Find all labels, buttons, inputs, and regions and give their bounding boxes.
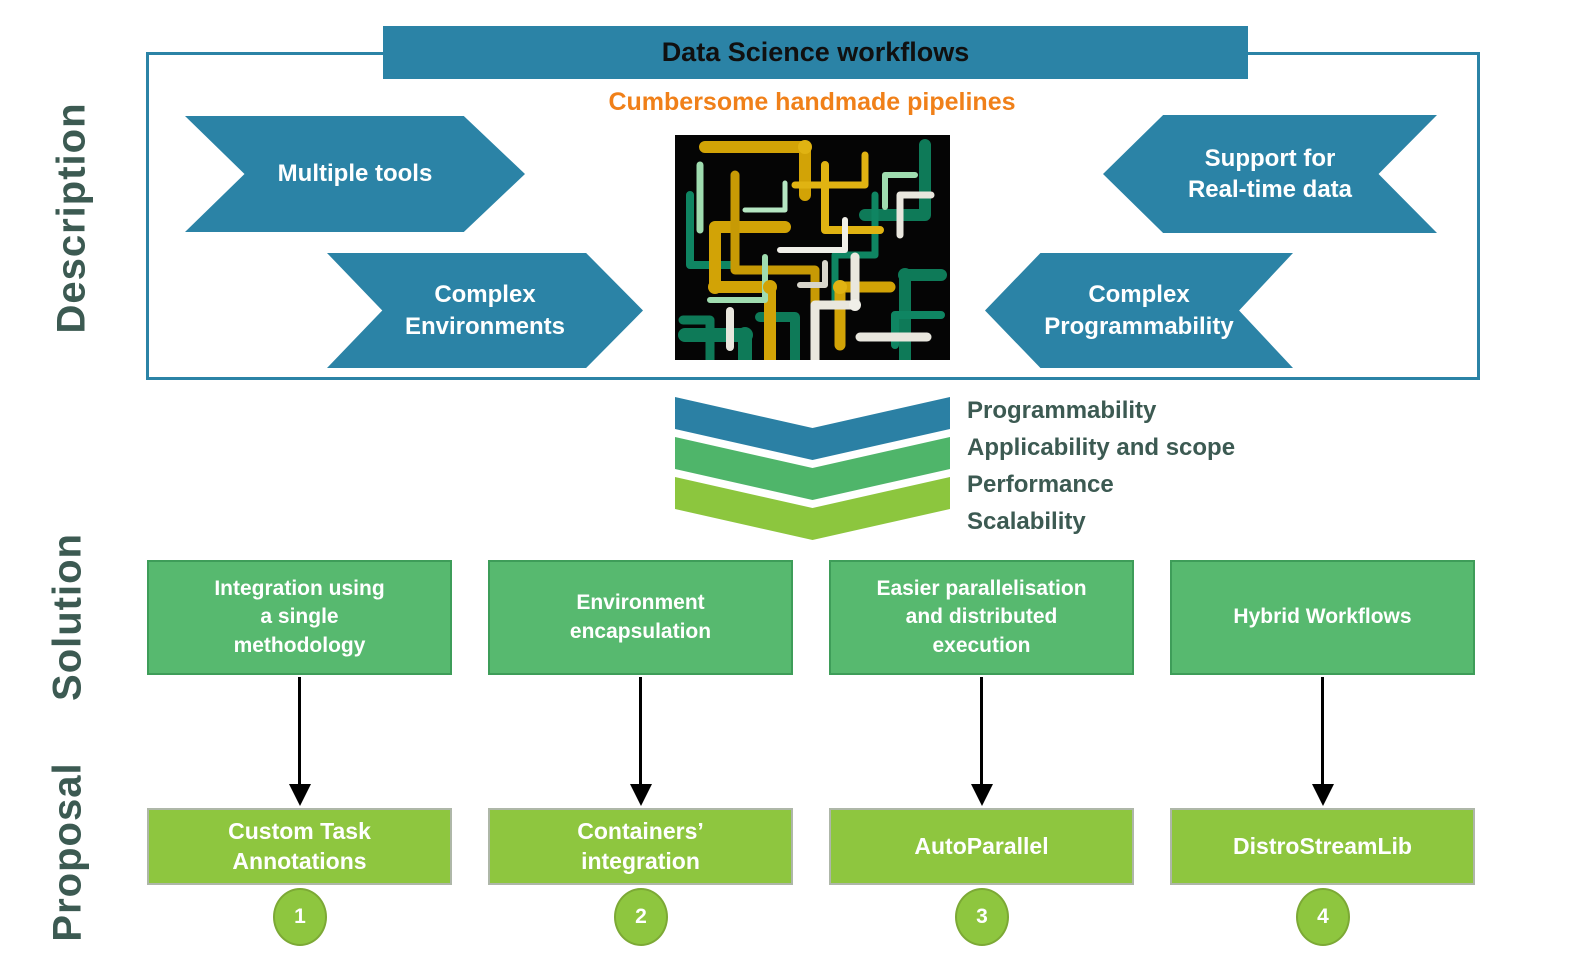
funnel-item-applicability: Applicability and scope <box>967 434 1236 461</box>
proposal-box-custom-task-annotations: Custom Task Annotations <box>147 808 452 885</box>
subtitle-text: Cumbersome handmade pipelines <box>608 88 1016 116</box>
section-label-description: Description <box>49 102 94 334</box>
funnel-criteria-list: Programmability Applicability and scope … <box>967 392 1235 540</box>
section-label-solution: Solution <box>45 533 90 701</box>
funnel-item-performance: Performance <box>967 471 1114 498</box>
proposal-box-distrostreamlib: DistroStreamLib <box>1170 808 1475 885</box>
solution-box-hybrid-workflows: Hybrid Workflows <box>1170 560 1475 675</box>
arrow-line-3 <box>980 677 983 787</box>
title-bar: Data Science workflows <box>383 26 1248 79</box>
arrow-line-4 <box>1321 677 1324 787</box>
solution-box-parallelisation: Easier parallelisation and distributed e… <box>829 560 1134 675</box>
proposal-box-autoparallel: AutoParallel <box>829 808 1134 885</box>
solution-box-environment: Environment encapsulation <box>488 560 793 675</box>
funnel-item-scalability: Scalability <box>967 508 1086 535</box>
funnel-chevrons-icon <box>675 397 950 540</box>
arrow-head-icon-3 <box>971 784 993 806</box>
diagram-title: Data Science workflows <box>661 37 970 67</box>
arrow-head-icon-4 <box>1312 784 1334 806</box>
proposal-box-containers-integration: Containers’ integration <box>488 808 793 885</box>
funnel-item-programmability: Programmability <box>967 397 1157 424</box>
proposal-number-badge-1: 1 <box>273 888 327 946</box>
proposal-number-badge-4: 4 <box>1296 888 1350 946</box>
pipes-image <box>675 135 950 360</box>
banner-multiple-tools: Multiple tools <box>185 116 525 232</box>
arrow-head-icon-1 <box>289 784 311 806</box>
solution-box-integration: Integration using a single methodology <box>147 560 452 675</box>
arrow-head-icon-2 <box>630 784 652 806</box>
proposal-number-badge-2: 2 <box>614 888 668 946</box>
proposal-number-badge-3: 3 <box>955 888 1009 946</box>
arrow-line-1 <box>298 677 301 787</box>
arrow-line-2 <box>639 677 642 787</box>
section-label-proposal: Proposal <box>45 762 90 942</box>
